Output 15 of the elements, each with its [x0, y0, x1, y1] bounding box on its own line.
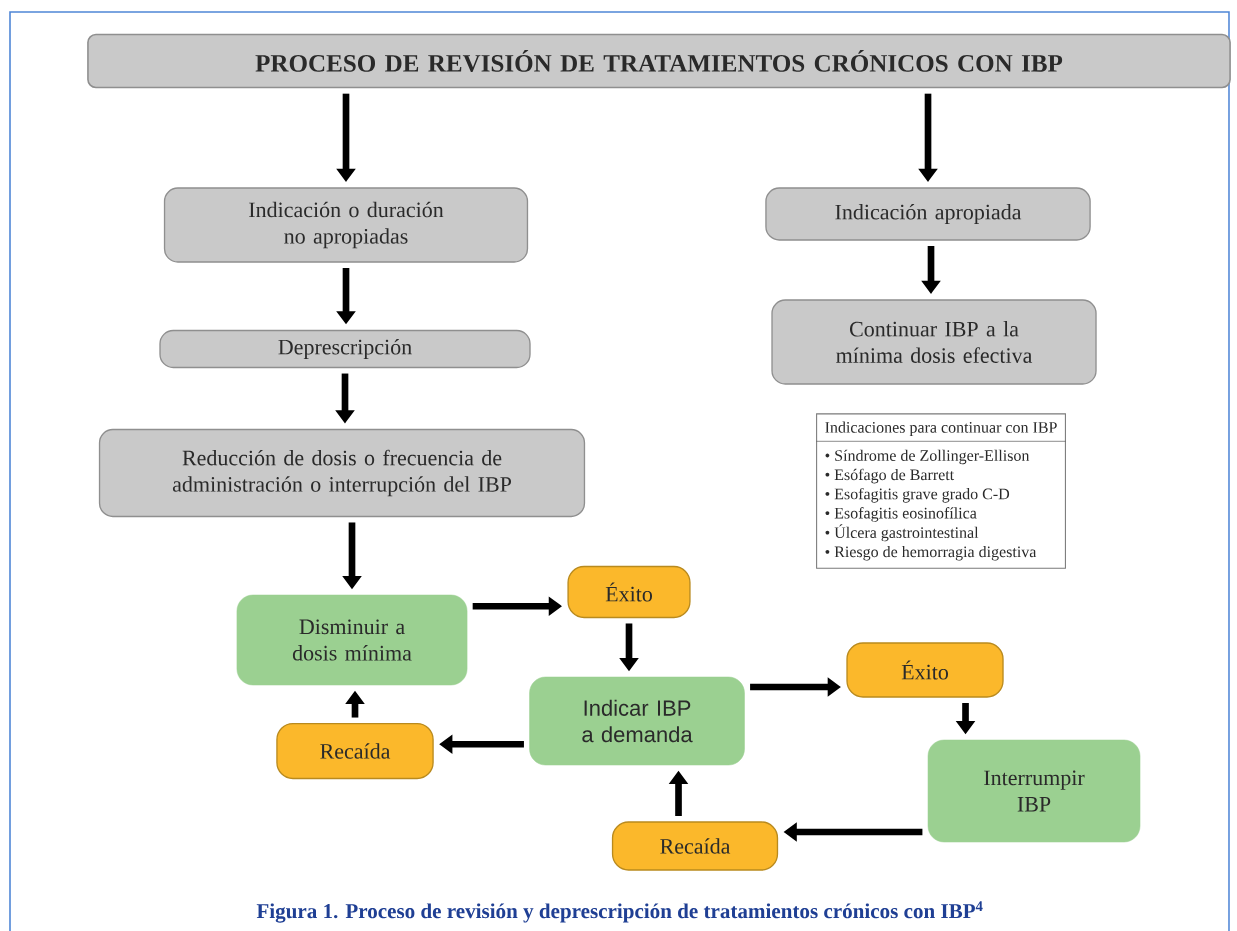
indications-table: Indicaciones para continuar con IBP • Síndrome de Zollinger-Ellison • Esófago de Barrett • Esofagitis grave grado C-D • Esofagitis eosinofílica • Úlcera gastrointestinal • Riesgo de hemorragia digestiva [816, 413, 1066, 569]
outcome-box: Recaída [611, 821, 779, 871]
process-box: Continuar IBP a la mínima dosis efectiva [771, 299, 1097, 385]
process-box: Indicación o duración no apropiadas [163, 187, 529, 263]
outcome-box: Éxito [846, 642, 1004, 698]
process-box: Deprescripción [159, 329, 531, 369]
process-box: Indicación apropiada [765, 187, 1091, 241]
outcome-box: Recaída [276, 722, 434, 780]
figure-caption: Figura 1. Proceso de revisión y deprescripción de tratamientos crónicos con IBP$^{4}$ [256, 901, 983, 923]
action-box: Interrumpir IBP [927, 739, 1141, 843]
action-box: Indicar IBP a demanda [529, 676, 745, 766]
outcome-box: Éxito [567, 565, 691, 619]
action-box: Disminuir a dosis mínima [236, 594, 468, 686]
title-box: PROCESO DE REVISIÓN DE TRATAMIENTOS CRÓNICOS CON IBP [87, 33, 1231, 89]
process-box: Reducción de dosis o frecuencia de administración o interrupción del IBP [98, 428, 586, 518]
